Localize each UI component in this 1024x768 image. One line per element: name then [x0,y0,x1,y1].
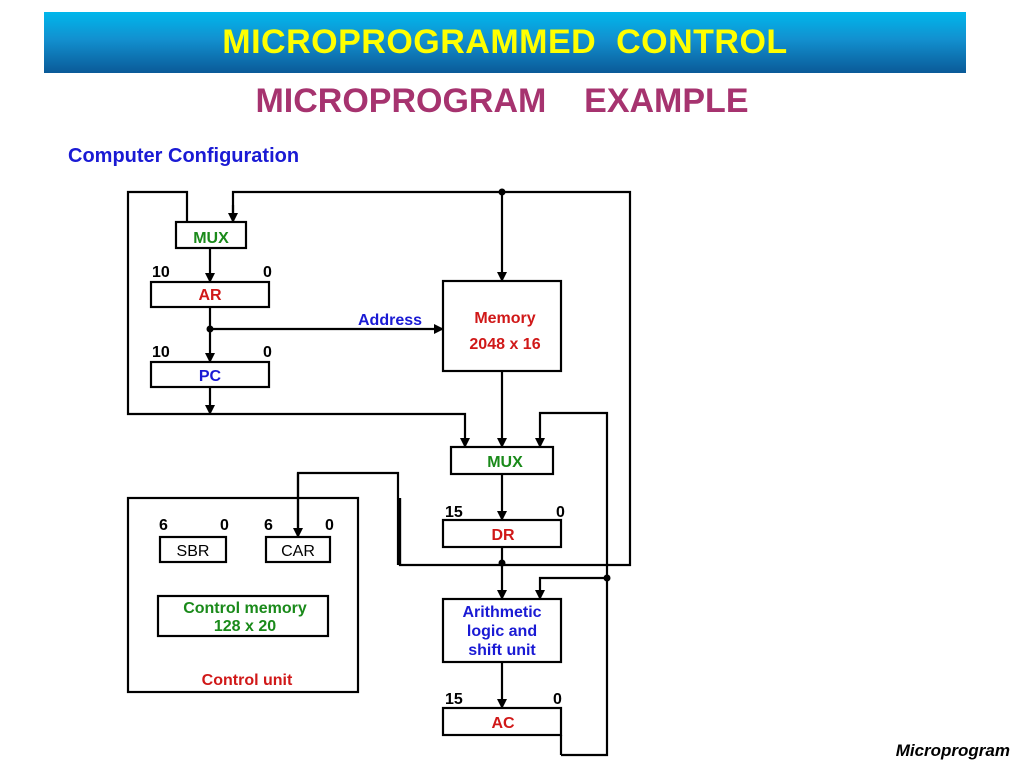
alu-label-line2: logic and [467,623,537,640]
dr-bit-low: 0 [556,504,565,521]
control-memory-line2: 128 x 20 [214,618,276,635]
junction-dr-dot [498,559,506,567]
junction-ac-dot [603,574,611,582]
pc-label: PC [199,368,222,385]
pc-bit-low: 0 [263,344,272,361]
alu-label-line3: shift unit [468,642,536,659]
junction-top-dot [498,188,506,196]
ac-feedback-path [535,411,609,757]
control-unit-label: Control unit [202,672,293,689]
control-memory-line1: Control memory [183,600,307,617]
mux-bottom-label: MUX [487,454,523,471]
ar-bit-high: 10 [152,264,170,281]
memory-label-line1: Memory [474,310,535,327]
control-memory-box [156,594,330,638]
sbr-register-box [158,535,228,564]
address-label: Address [358,312,422,329]
ar-bit-low: 0 [263,264,272,281]
dr-label: DR [491,527,515,544]
pc-feedback-path [126,190,470,448]
alu-label-line1: Arithmetic [462,604,541,621]
dr-feedback-path [231,190,632,567]
memory-label-line2: 2048 x 16 [469,336,540,353]
section-title: Computer Configuration [68,145,300,167]
car-label: CAR [281,543,315,560]
control-unit-box [126,496,360,694]
ac-to-alu-arrow [535,576,607,600]
sbr-bit-low: 0 [220,517,229,534]
dr-bit-high: 15 [445,504,463,521]
footer-label: Microprogram [895,741,1010,760]
sbr-label: SBR [177,543,210,560]
page-subtitle: MICROPROGRAM EXAMPLE [255,82,749,120]
ac-bit-low: 0 [553,691,562,708]
car-bit-high: 6 [264,517,273,534]
ac-bit-high: 15 [445,691,463,708]
ar-label: AR [198,287,222,304]
page-title: MICROPROGRAMMED CONTROL [222,23,788,61]
car-bit-low: 0 [325,517,334,534]
title-banner: MICROPROGRAMMED CONTROL [44,12,966,73]
ac-label: AC [491,715,515,732]
mux-top-label: MUX [193,230,229,247]
junction-address-dot [206,325,214,333]
sbr-bit-high: 6 [159,517,168,534]
pc-bit-high: 10 [152,344,170,361]
